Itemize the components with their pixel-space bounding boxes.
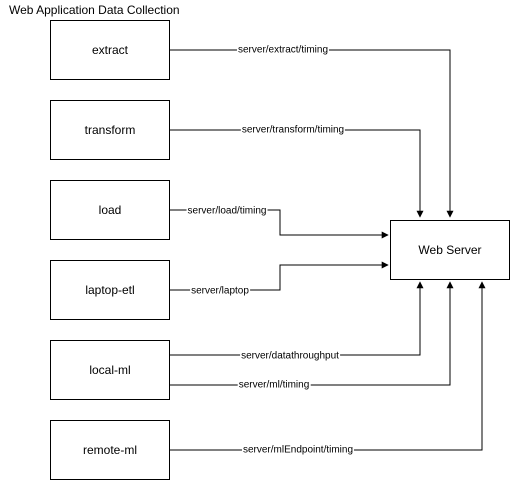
- node-load[interactable]: load: [50, 180, 170, 240]
- node-local-ml[interactable]: local-ml: [50, 340, 170, 400]
- node-transform[interactable]: transform: [50, 100, 170, 160]
- node-web-server[interactable]: Web Server: [390, 220, 510, 280]
- node-local-ml-label: local-ml: [89, 363, 131, 377]
- edge-label-load-timing: server/load/timing: [186, 205, 268, 217]
- edge-label-transform-timing: server/transform/timing: [240, 124, 346, 136]
- node-load-label: load: [98, 203, 122, 217]
- node-extract[interactable]: extract: [50, 20, 170, 80]
- node-remote-ml[interactable]: remote-ml: [50, 420, 170, 480]
- edge-local-ml-timing[interactable]: [170, 281, 454, 386]
- node-remote-ml-label: remote-ml: [82, 443, 137, 457]
- edge-label-laptop: server/laptop: [190, 285, 250, 297]
- node-laptop-etl[interactable]: laptop-etl: [50, 260, 170, 320]
- edge-transform-to-webserver[interactable]: [170, 129, 424, 218]
- node-extract-label: extract: [91, 43, 128, 57]
- node-laptop-etl-label: laptop-etl: [85, 283, 135, 297]
- edge-label-mlendpoint-timing: server/mlEndpoint/timing: [241, 444, 355, 456]
- node-web-server-label: Web Server: [418, 243, 482, 257]
- diagram-title: Web Application Data Collection: [9, 3, 180, 17]
- edge-label-extract-timing: server/extract/timing: [236, 44, 330, 56]
- edge-label-datathroughput: server/datathroughput: [240, 350, 340, 362]
- edge-remote-ml-to-webserver[interactable]: [170, 281, 486, 451]
- edge-label-ml-timing: server/ml/timing: [237, 379, 311, 391]
- node-transform-label: transform: [84, 123, 136, 137]
